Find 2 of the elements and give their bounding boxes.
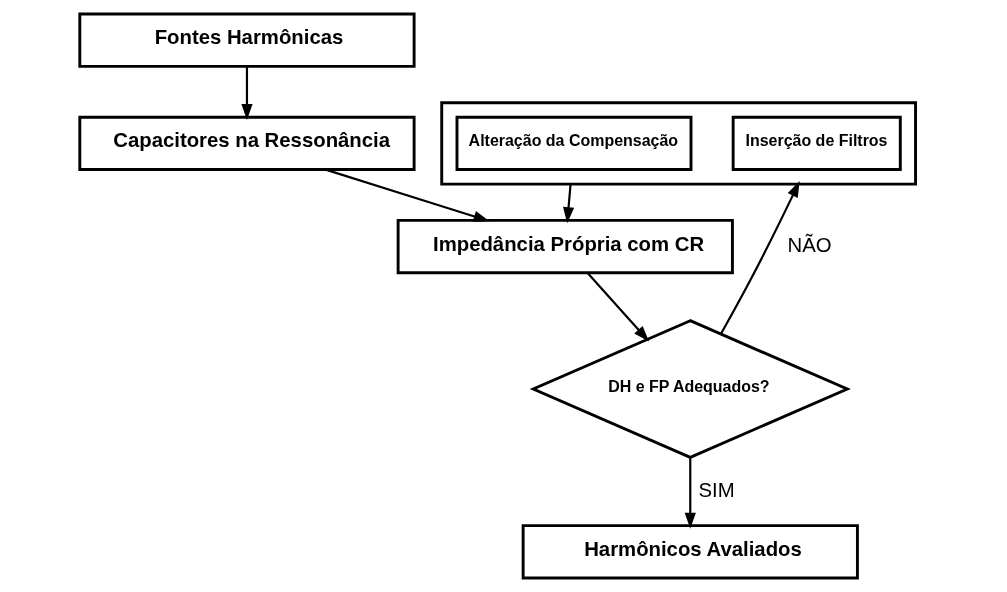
edge-label: NÃO [787, 233, 832, 256]
edge-label: SIM [698, 478, 735, 501]
